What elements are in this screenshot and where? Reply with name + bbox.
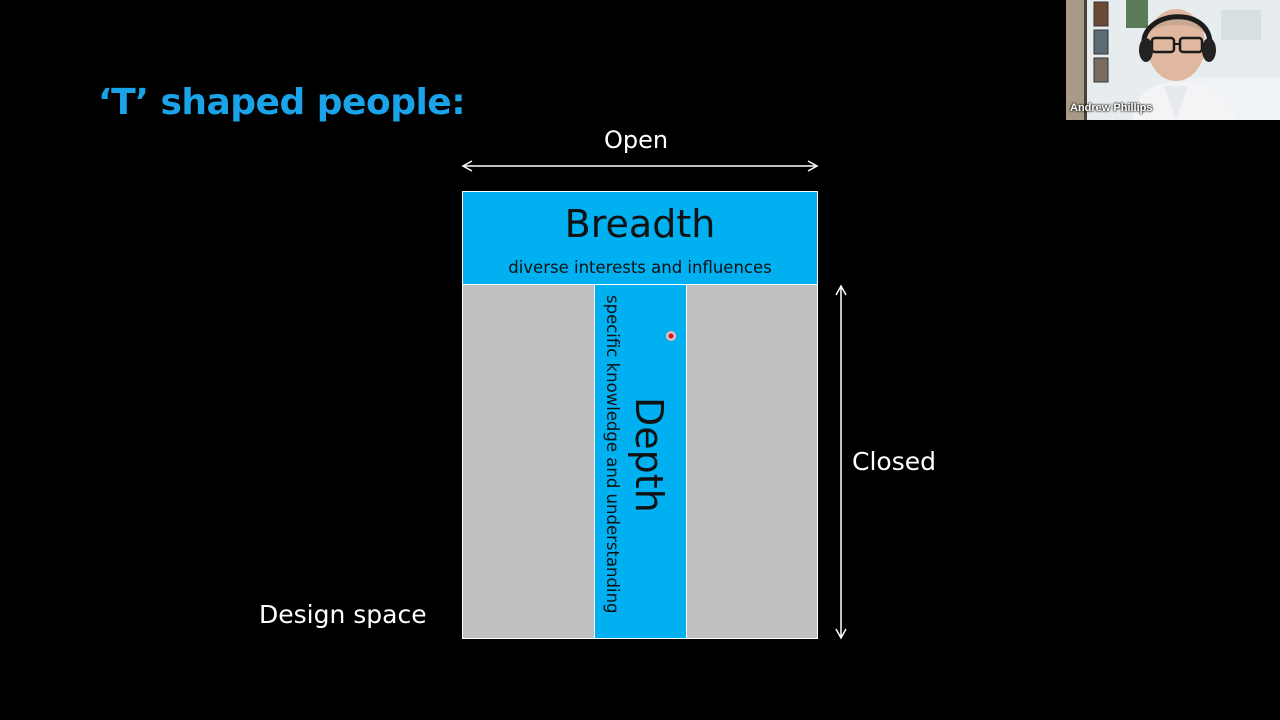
design-space-label: Design space [259, 600, 427, 629]
open-label: Open [604, 126, 669, 154]
participant-video-image [1066, 0, 1280, 120]
closed-label: Closed [852, 447, 936, 476]
slide-title: ‘T’ shaped people: [98, 82, 466, 123]
breadth-title: Breadth [564, 202, 716, 246]
breadth-band: Breadth diverse interests and influences [463, 192, 817, 285]
open-double-arrow [461, 160, 819, 172]
participant-video-tile[interactable]: Andrew Phillips [1066, 0, 1280, 120]
design-space-diagram: Breadth diverse interests and influences… [462, 191, 818, 639]
participant-name-label: Andrew Phillips [1070, 102, 1153, 114]
depth-subtitle: specific knowledge and understanding [603, 295, 622, 614]
closed-double-arrow [835, 284, 847, 640]
breadth-subtitle: diverse interests and influences [508, 258, 772, 277]
depth-title: Depth [627, 397, 671, 513]
depth-column: Depth specific knowledge and understandi… [594, 285, 687, 638]
laser-pointer-dot [666, 331, 676, 341]
